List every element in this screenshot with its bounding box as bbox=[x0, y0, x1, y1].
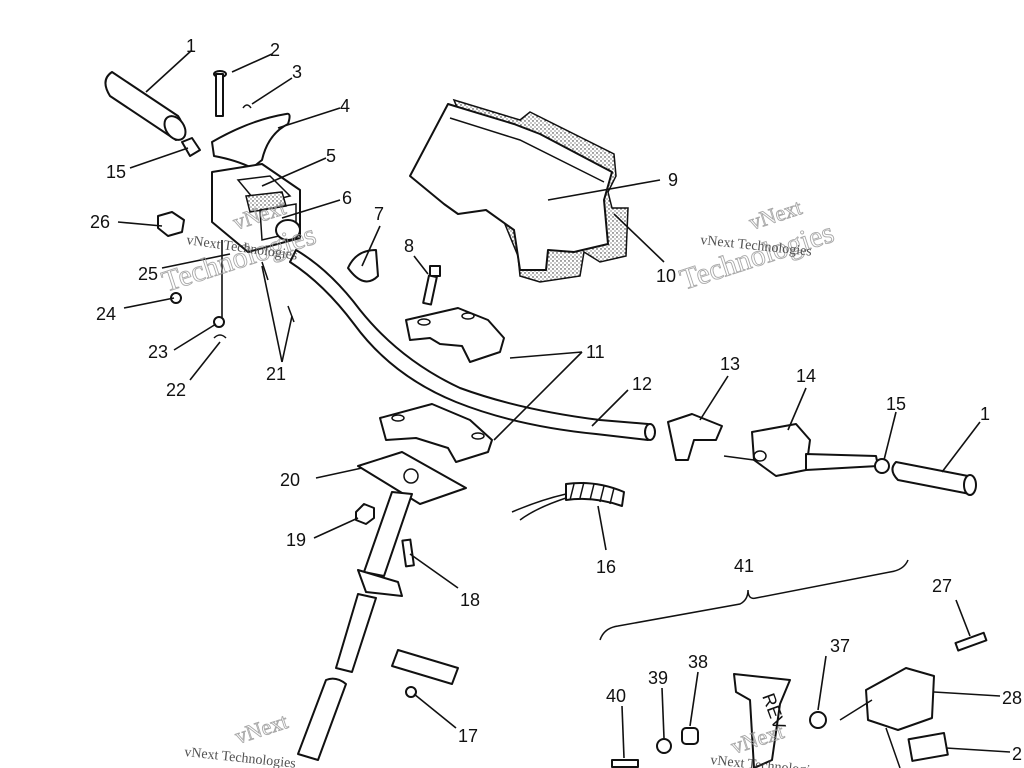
callout-22: 22 bbox=[166, 380, 186, 400]
heater-element bbox=[511, 481, 625, 521]
callout-5: 5 bbox=[326, 146, 336, 166]
lower-clamp bbox=[379, 403, 493, 463]
callout-1-right: 1 bbox=[980, 404, 990, 424]
callout-15-left: 15 bbox=[106, 162, 126, 182]
callout-21: 21 bbox=[266, 364, 286, 384]
callout-6: 6 bbox=[342, 188, 352, 208]
nut-19 bbox=[355, 503, 375, 525]
callout-9: 9 bbox=[668, 170, 678, 190]
reverse-lever bbox=[733, 673, 791, 768]
washer-37 bbox=[809, 711, 827, 729]
washer-23 bbox=[213, 316, 225, 328]
lever-bracket bbox=[667, 413, 723, 461]
bushing-left bbox=[181, 137, 201, 157]
callout-37: 37 bbox=[830, 636, 850, 656]
handlebar-pad bbox=[409, 98, 629, 283]
upper-clamp bbox=[405, 307, 505, 363]
pad-29 bbox=[907, 732, 949, 762]
washer-39 bbox=[656, 738, 672, 754]
callout-4: 4 bbox=[340, 96, 350, 116]
clip-22 bbox=[213, 334, 227, 339]
bolt-27 bbox=[954, 631, 988, 652]
callout-29-partial: 2 bbox=[1012, 744, 1022, 764]
spacer-38 bbox=[681, 727, 699, 745]
bracket-28 bbox=[865, 667, 935, 731]
bolt-8 bbox=[422, 265, 441, 306]
leader-lines bbox=[117, 49, 1011, 759]
callout-40: 40 bbox=[606, 686, 626, 706]
throttle-housing bbox=[211, 163, 301, 253]
callout-26: 26 bbox=[90, 212, 110, 232]
callout-28: 28 bbox=[1002, 688, 1022, 708]
bolt-18 bbox=[401, 538, 415, 568]
callout-11: 11 bbox=[586, 342, 605, 362]
master-cylinder bbox=[723, 423, 879, 477]
steering-plate bbox=[357, 451, 467, 505]
callout-27: 27 bbox=[932, 576, 952, 596]
callout-13: 13 bbox=[720, 354, 740, 374]
callout-1: 1 bbox=[186, 36, 196, 56]
handlebar bbox=[289, 249, 656, 441]
callout-2: 2 bbox=[270, 40, 280, 60]
callout-numbers: 1 2 3 4 5 6 7 8 9 10 11 12 13 14 15 15 1… bbox=[90, 36, 1022, 764]
callout-24: 24 bbox=[96, 304, 116, 324]
callout-8: 8 bbox=[404, 236, 414, 256]
kill-switch bbox=[157, 211, 185, 237]
callout-18: 18 bbox=[460, 590, 480, 610]
callout-3: 3 bbox=[292, 62, 302, 82]
callout-14: 14 bbox=[796, 366, 816, 386]
throttle-lever bbox=[211, 112, 291, 169]
watermark-brand-5: vNext bbox=[232, 708, 291, 748]
steering-post bbox=[297, 491, 413, 761]
screw-21 bbox=[261, 261, 295, 323]
callout-15-right: 15 bbox=[886, 394, 906, 414]
assembly-bracket-41 bbox=[599, 559, 909, 641]
callout-39: 39 bbox=[648, 668, 668, 688]
callout-41: 41 bbox=[734, 556, 754, 576]
callout-20: 20 bbox=[280, 470, 300, 490]
callout-10: 10 bbox=[656, 266, 676, 286]
pin bbox=[213, 70, 227, 117]
bushing-right bbox=[874, 458, 890, 474]
callout-17: 17 bbox=[458, 726, 478, 746]
callout-12: 12 bbox=[632, 374, 652, 394]
right-grip bbox=[891, 461, 977, 496]
clip bbox=[242, 104, 252, 109]
sleeve-17 bbox=[391, 649, 459, 698]
callout-7: 7 bbox=[374, 204, 384, 224]
callout-23: 23 bbox=[148, 342, 168, 362]
left-grip bbox=[104, 71, 187, 141]
callout-16: 16 bbox=[596, 557, 616, 577]
callout-38: 38 bbox=[688, 652, 708, 672]
bolt-40 bbox=[611, 759, 639, 768]
callout-25: 25 bbox=[138, 264, 158, 284]
callout-19: 19 bbox=[286, 530, 306, 550]
